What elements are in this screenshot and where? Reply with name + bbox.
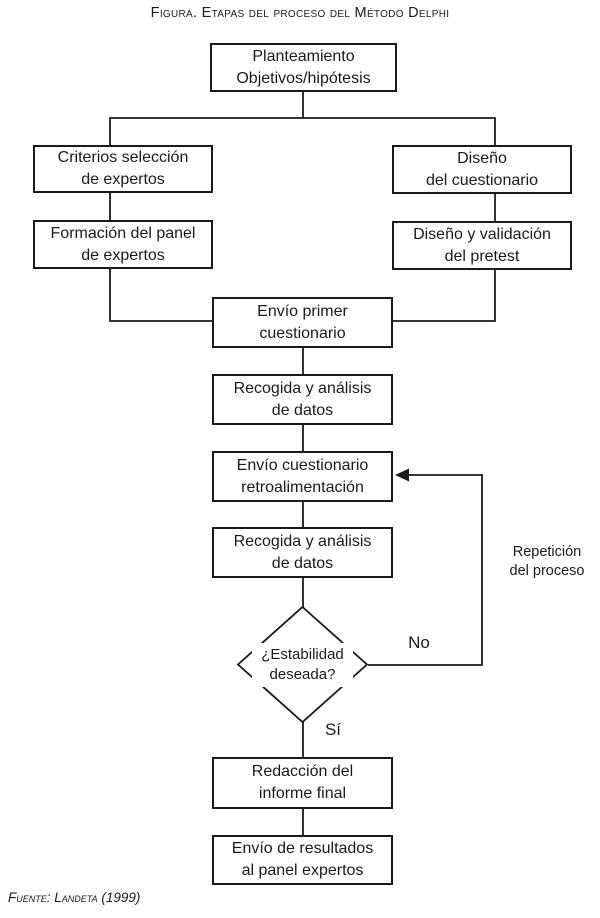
node-redaccion-informe: Redacción del informe final bbox=[212, 757, 393, 809]
connector-split-bracket bbox=[109, 117, 496, 145]
node-planteamiento: Planteamiento Objetivos/hipótesis bbox=[210, 43, 397, 92]
node-envio-retroalimentacion: Envío cuestionario retroalimentación bbox=[212, 451, 393, 502]
feedback-arrowhead-icon bbox=[395, 468, 409, 482]
node-recogida-analisis-2: Recogida y análisis de datos bbox=[212, 527, 393, 578]
edge-label-no: No bbox=[408, 633, 430, 652]
node-diseno-cuestionario: Diseño del cuestionario bbox=[392, 145, 572, 194]
edge-label-si: Sí bbox=[324, 720, 342, 739]
node-envio-resultados: Envío de resultados al panel expertos bbox=[212, 835, 393, 885]
connector-merge-right bbox=[393, 270, 496, 322]
node-formacion-panel: Formación del panel de expertos bbox=[33, 220, 213, 269]
node-criterios-seleccion: Criterios selección de expertos bbox=[33, 145, 213, 193]
decision-estabilidad-label: ¿Estabilidad deseada? bbox=[252, 643, 353, 687]
connector-feedback-loop bbox=[368, 474, 483, 666]
figure-title: Figura. Etapas del proceso del Método De… bbox=[150, 5, 450, 21]
node-envio-primer: Envío primer cuestionario bbox=[212, 297, 393, 348]
node-diseno-pretest: Diseño y validación del pretest bbox=[392, 221, 572, 270]
edge-label-repeticion: Repetición del proceso bbox=[509, 544, 585, 579]
figure-source: Fuente: Landeta (1999) bbox=[8, 890, 141, 905]
node-recogida-analisis-1: Recogida y análisis de datos bbox=[212, 374, 393, 425]
connector-merge-left bbox=[109, 269, 212, 322]
